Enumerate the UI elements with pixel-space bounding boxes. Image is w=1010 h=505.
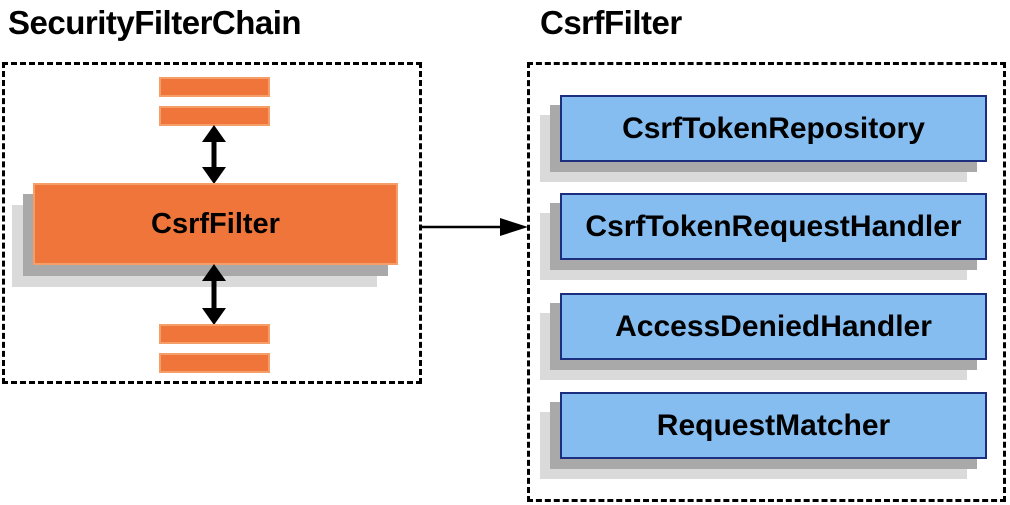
filter-placeholder-bar-3 [159,324,270,344]
filter-placeholder-bar-2 [159,106,270,126]
filter-placeholder-bar-4 [159,353,270,373]
bidirectional-arrow-icon-top [202,125,226,184]
security-filter-chain-title: SecurityFilterChain [8,4,302,41]
component-label: CsrfTokenRequestHandler [585,209,962,243]
csrf-filter-node-label: CsrfFilter [151,207,280,240]
csrf-filter-container [527,62,1006,502]
component-label: AccessDeniedHandler [615,309,932,343]
flow-arrow-icon [422,218,528,236]
filter-placeholder-bar-1 [159,77,270,97]
csrf-filter-node: CsrfFilter [33,183,398,265]
component-box-csrf-token-request-handler: CsrfTokenRequestHandler [560,193,987,260]
csrf-filter-title: CsrfFilter [540,4,682,41]
component-box-access-denied-handler: AccessDeniedHandler [560,293,987,360]
component-label: RequestMatcher [656,408,891,442]
bidirectional-arrow-icon-bottom [202,264,226,325]
security-filter-chain-container [2,62,422,384]
component-box-request-matcher: RequestMatcher [560,392,987,459]
component-box-csrf-token-repository: CsrfTokenRepository [560,95,987,162]
component-label: CsrfTokenRepository [622,111,925,145]
